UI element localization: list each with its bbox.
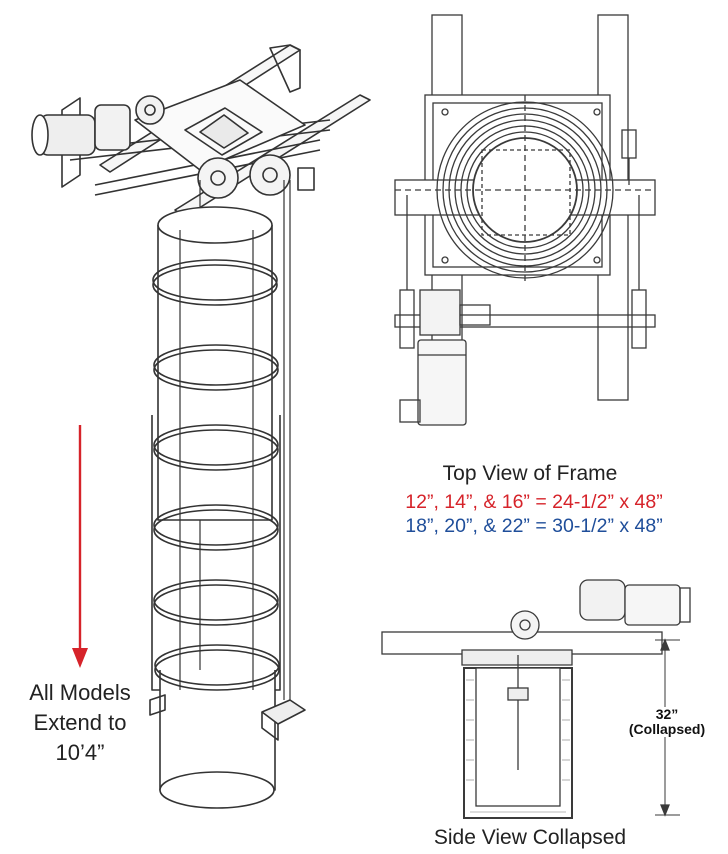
top-view-caption: Top View of Frame: [442, 462, 618, 485]
guide-rods: [179, 230, 254, 690]
telescoping-tube: [151, 206, 281, 809]
mounting-plate: [134, 79, 306, 171]
side-view-caption: Side View Collapsed: [433, 826, 627, 849]
pulleys: [197, 154, 315, 199]
extension-line-3: 10’4”: [55, 740, 105, 765]
spec-small-sizes: 12”, 14”, & 16” = 24-1/2” x 48”: [405, 491, 663, 513]
extension-line-2: Extend to: [33, 710, 127, 735]
dimension-value: 32”: [655, 706, 679, 722]
support-rings: [152, 259, 280, 691]
spec-large-sizes: 18”, 20”, & 22” = 30-1/2” x 48”: [405, 515, 663, 537]
extension-line-1: All Models: [29, 680, 131, 705]
bottom-bracket: [149, 694, 306, 741]
collapsed-dimension: 32” (Collapsed): [608, 707, 726, 737]
dimension-note: (Collapsed): [628, 721, 706, 737]
extension-note: All Models Extend to 10’4”: [0, 678, 160, 768]
motor-gearbox: [31, 95, 165, 156]
